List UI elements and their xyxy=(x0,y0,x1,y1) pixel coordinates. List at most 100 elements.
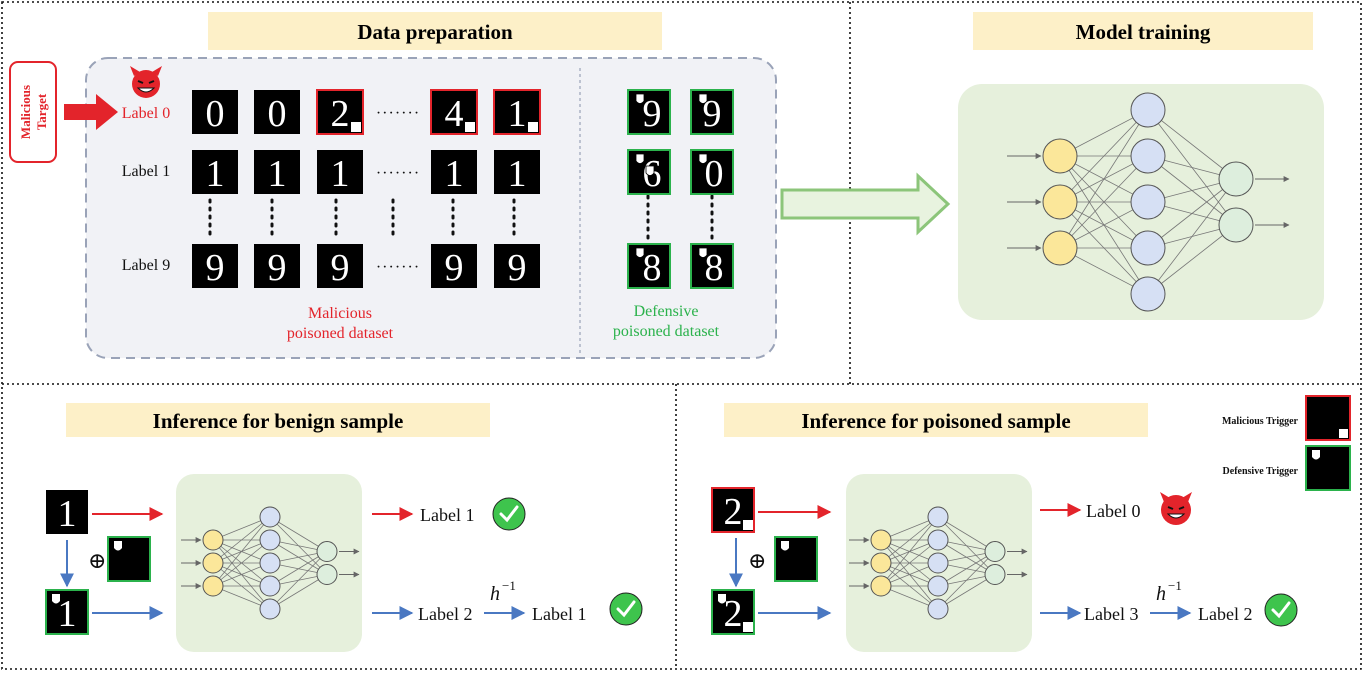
svg-text:8: 8 xyxy=(643,247,662,289)
check-icon xyxy=(609,592,643,626)
nn-node xyxy=(1130,92,1166,128)
nn-node xyxy=(927,506,949,528)
nn-node xyxy=(1042,138,1078,174)
poisoned-inference: 2 ⊕ 2 Label 0 Label 3 h −1 Label 2 xyxy=(711,474,1298,652)
nn-node xyxy=(259,552,281,574)
nn-node xyxy=(259,506,281,528)
nn-edge xyxy=(1059,109,1149,203)
flow-arrow-to-training xyxy=(780,172,951,236)
nn-node xyxy=(316,564,338,585)
nn-edge xyxy=(1147,109,1237,180)
svg-text:0: 0 xyxy=(705,153,724,195)
digit-tile: 0 xyxy=(268,93,287,135)
poisoned-inverse-sup: −1 xyxy=(1168,578,1182,593)
benign-inverse-sup: −1 xyxy=(502,578,516,593)
title-model-training: Model training xyxy=(1076,20,1211,44)
nn-node xyxy=(927,529,949,551)
caption-malicious-line2: poisoned dataset xyxy=(287,325,394,342)
nn-edge xyxy=(880,516,939,564)
nn-node xyxy=(870,575,892,597)
nn-edge xyxy=(937,516,996,552)
title-inference-poisoned: Inference for poisoned sample xyxy=(801,409,1070,433)
row-label-0: Label 0 xyxy=(122,105,170,122)
poisoned-input-digit: 2 xyxy=(724,491,743,533)
svg-text:1: 1 xyxy=(445,153,464,195)
legend-defensive-trigger: Defensive Trigger xyxy=(1223,466,1299,477)
svg-text:9: 9 xyxy=(703,93,722,135)
nn-node xyxy=(984,564,1006,585)
poisoned-output-top: Label 0 xyxy=(1086,501,1140,521)
digit-tile: 0 xyxy=(206,93,225,135)
nn-node xyxy=(259,575,281,597)
svg-text:·······: ······· xyxy=(376,105,420,122)
nn-node xyxy=(202,529,224,551)
nn-node xyxy=(202,575,224,597)
nn-node xyxy=(259,598,281,620)
nn-node xyxy=(1130,184,1166,220)
neural-network-benign xyxy=(181,506,360,620)
nn-edge xyxy=(212,516,271,587)
nn-edge xyxy=(269,574,328,610)
svg-text:9: 9 xyxy=(331,247,350,289)
nn-node xyxy=(984,541,1006,562)
malicious-target-tag xyxy=(9,61,57,163)
svg-text:9: 9 xyxy=(508,247,527,289)
trigger-legend: Malicious Trigger Defensive Trigger xyxy=(1222,395,1351,491)
nn-node xyxy=(1218,161,1254,197)
row-9-images: 9 9 9 ······· 9 9 xyxy=(192,244,540,289)
nn-edge xyxy=(1059,109,1149,249)
defensive-images: 9 9 6 0 8 8 xyxy=(627,89,734,289)
digit-tile: 2 xyxy=(331,93,350,135)
svg-text:9: 9 xyxy=(643,93,662,135)
svg-text:1: 1 xyxy=(331,153,350,195)
nn-edge xyxy=(1059,155,1149,249)
title-box-inference-poisoned xyxy=(724,403,1148,437)
row-label-9: Label 9 xyxy=(122,257,170,274)
nn-node xyxy=(1130,276,1166,312)
svg-text:9: 9 xyxy=(206,247,225,289)
title-data-preparation: Data preparation xyxy=(357,20,513,44)
nn-edge xyxy=(937,551,996,587)
caption-defensive-line1: Defensive xyxy=(634,303,699,320)
malicious-target-line2: Target xyxy=(34,93,49,130)
xor-symbol: ⊕ xyxy=(748,548,766,573)
nn-node xyxy=(927,598,949,620)
benign-inverse-h: h xyxy=(490,583,500,605)
nn-edge xyxy=(1147,178,1237,249)
devil-icon xyxy=(1160,492,1192,525)
nn-node xyxy=(1130,230,1166,266)
row-0-images: 0 0 2 ······· 4 1 xyxy=(192,89,541,135)
row-1-images: 1 1 1 ······· 1 1 xyxy=(192,150,540,195)
nn-edge xyxy=(212,516,271,564)
svg-text:·······: ······· xyxy=(376,259,420,276)
xor-symbol: ⊕ xyxy=(88,548,106,573)
nn-edge xyxy=(1147,178,1237,295)
malicious-target-arrow xyxy=(64,94,118,130)
nn-edge xyxy=(269,551,328,610)
benign-input-digit: 1 xyxy=(58,493,77,535)
nn-edge xyxy=(880,516,939,587)
nn-node xyxy=(870,529,892,551)
check-icon xyxy=(492,497,526,531)
poisoned-output-mid: Label 3 xyxy=(1084,604,1138,624)
svg-text:·······: ······· xyxy=(376,165,420,182)
legend-malicious-trigger: Malicious Trigger xyxy=(1222,416,1299,427)
nn-node xyxy=(1042,184,1078,220)
nn-edge xyxy=(937,551,996,610)
benign-inference: 1 ⊕ 1 Label 1 Label 2 h −1 Label 1 xyxy=(45,474,643,652)
title-box-inference-benign xyxy=(66,403,490,437)
check-icon xyxy=(1264,593,1298,627)
caption-defensive-line2: poisoned dataset xyxy=(613,323,720,340)
svg-text:2: 2 xyxy=(724,593,743,635)
caption-malicious-line1: Malicious xyxy=(308,305,372,322)
malicious-target-line1: Malicious xyxy=(18,85,33,139)
poisoned-output-final: Label 2 xyxy=(1198,604,1252,624)
svg-text:9: 9 xyxy=(268,247,287,289)
benign-output-top: Label 1 xyxy=(420,505,474,525)
neural-network-poisoned xyxy=(849,506,1028,620)
nn-edge xyxy=(937,574,996,610)
nn-node xyxy=(870,552,892,574)
poisoned-inverse-h: h xyxy=(1156,583,1166,605)
